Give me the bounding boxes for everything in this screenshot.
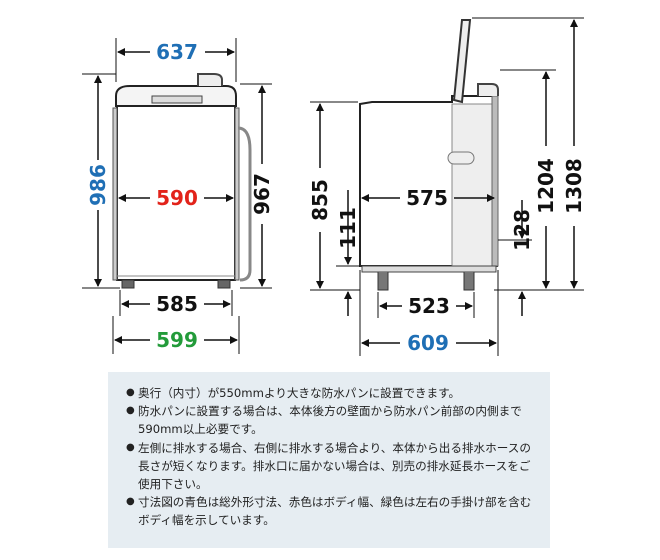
dim-hose-height: 128 bbox=[510, 209, 534, 251]
dimension-diagram: 637 986 590 967 585 599 bbox=[82, 17, 586, 356]
dim-overall-lid-open-height: 1308 bbox=[562, 158, 586, 214]
dim-width-incl-handles: 599 bbox=[156, 328, 198, 352]
notes-panel: 奥行（内寸）が550mmより大きな防水パンに設置できます。 防水パンに設置する場… bbox=[108, 372, 550, 548]
notes-list: 奥行（内寸）が550mmより大きな防水パンに設置できます。 防水パンに設置する場… bbox=[126, 384, 540, 530]
note-item: 奥行（内寸）が550mmより大きな防水パンに設置できます。 bbox=[126, 384, 540, 402]
note-item: 寸法図の青色は総外形寸法、赤色はボディ幅、緑色は左右の手掛け部を含むボディ幅を示… bbox=[126, 493, 540, 529]
note-item: 防水パンに設置する場合は、本体後方の壁面から防水パン前部の内側まで590mm以上… bbox=[126, 402, 540, 438]
note-item: 左側に排水する場合、右側に排水する場合より、本体から出る排水ホースの長さが短くな… bbox=[126, 439, 540, 494]
dim-foot-depth: 523 bbox=[408, 294, 450, 318]
front-washer-body bbox=[112, 73, 252, 289]
dim-height-to-top: 855 bbox=[308, 179, 332, 221]
dim-lid-open-height: 1204 bbox=[534, 158, 558, 214]
dim-depth: 575 bbox=[406, 186, 448, 210]
dim-base-width: 585 bbox=[156, 292, 198, 316]
dim-overall-height: 986 bbox=[86, 164, 110, 206]
dim-body-height: 967 bbox=[250, 173, 274, 215]
dim-overall-depth: 609 bbox=[407, 331, 449, 355]
dim-overall-width: 637 bbox=[156, 40, 198, 64]
dim-bottom-clearance: 111 bbox=[336, 207, 360, 249]
side-washer-body bbox=[359, 19, 499, 291]
front-view bbox=[82, 38, 272, 354]
dim-body-width: 590 bbox=[156, 186, 198, 210]
side-view bbox=[310, 17, 584, 356]
